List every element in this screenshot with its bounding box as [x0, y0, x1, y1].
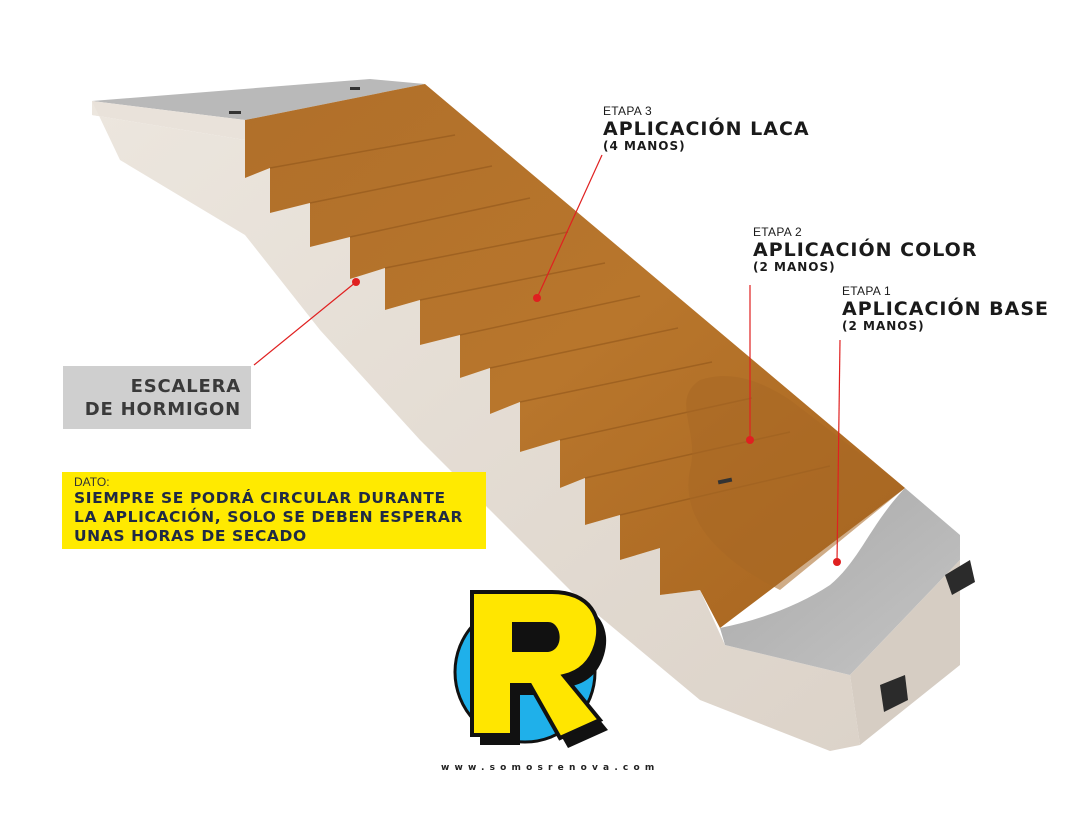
- callout-lines: [253, 154, 841, 563]
- stage-2-step: ETAPA 2: [753, 225, 803, 239]
- stage-3-label: ETAPA 3 APLICACIÓN LACA (4 MANOS): [603, 105, 810, 153]
- structure-label-line2: DE HORMIGON: [84, 398, 241, 420]
- tip-line: UNAS HORAS DE SECADO: [74, 527, 307, 545]
- website-url: www.somosrenova.com: [441, 763, 660, 773]
- tip-line: LA APLICACIÓN, SOLO SE DEBEN ESPERAR: [74, 508, 463, 526]
- stage-2-coats: (2 MANOS): [753, 260, 836, 274]
- tip-heading: DATO:: [74, 475, 110, 489]
- renova-logo: [453, 590, 608, 748]
- slab-end: [850, 560, 960, 745]
- structure-label-box: ESCALERA DE HORMIGON: [63, 366, 251, 429]
- tip-line: SIEMPRE SE PODRÁ CIRCULAR DURANTE: [74, 489, 446, 507]
- color-coat-zone: [686, 376, 905, 590]
- tip-box: DATO: SIEMPRE SE PODRÁ CIRCULAR DURANTE …: [62, 472, 486, 549]
- stage-3-title: APLICACIÓN LACA: [603, 118, 810, 140]
- stage-2-label: ETAPA 2 APLICACIÓN COLOR (2 MANOS): [753, 226, 977, 274]
- stage-1-step: ETAPA 1: [842, 284, 892, 298]
- step-edges: [269, 134, 831, 516]
- stage-2-title: APLICACIÓN COLOR: [753, 239, 978, 261]
- structure-label-line1: ESCALERA: [130, 375, 241, 397]
- support-pads: [880, 560, 975, 712]
- stage-3-step: ETAPA 3: [603, 104, 653, 118]
- stage-3-coats: (4 MANOS): [603, 139, 686, 153]
- stage-1-coats: (2 MANOS): [842, 319, 925, 333]
- concrete-side: [92, 101, 860, 751]
- base-coat-zone: [720, 488, 960, 675]
- stage-1-title: APLICACIÓN BASE: [842, 298, 1049, 320]
- stage-1-label: ETAPA 1 APLICACIÓN BASE (2 MANOS): [842, 285, 1049, 333]
- top-landing: [92, 79, 425, 140]
- callout-dots: [352, 278, 841, 566]
